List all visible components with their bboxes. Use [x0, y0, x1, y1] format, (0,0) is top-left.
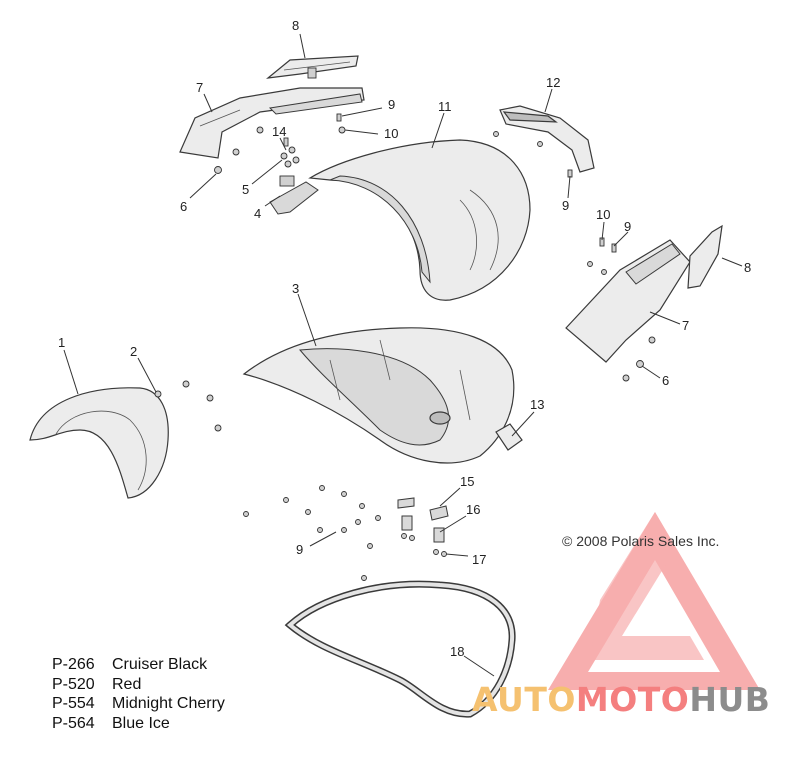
- leader-lines: [63, 33, 743, 677]
- part-15-bracket: [397, 497, 449, 521]
- callout-18: 18: [450, 644, 464, 659]
- part-8-tail-light-lens-lower: [687, 224, 723, 289]
- part-10-washer-upper: [338, 126, 346, 134]
- callout-11: 11: [438, 99, 452, 114]
- watermark-triangle-logo: [548, 512, 760, 690]
- legend-row: P-564 Blue Ice: [52, 714, 225, 734]
- part-11-trunk-lid: [308, 139, 531, 301]
- callout-9-upper: 9: [388, 97, 395, 112]
- part-18-seal: [284, 580, 516, 718]
- watermark-text-hub: HUB: [689, 680, 771, 719]
- watermark-brand-text: AUTOMOTOHUB: [472, 680, 770, 719]
- watermark-text-moto: MOTO: [575, 680, 690, 719]
- callout-6-upper: 6: [180, 199, 187, 214]
- legend-code: P-554: [52, 695, 95, 712]
- part-12-tail-light-housing: [493, 105, 595, 173]
- callout-17: 17: [472, 552, 486, 567]
- color-legend: P-266 Cruiser Black P-520 Red P-554 Midn…: [52, 655, 225, 733]
- part-8-tail-light-lens-upper: [266, 55, 359, 79]
- callout-5: 5: [242, 182, 249, 197]
- part-2-fasteners: [154, 380, 222, 432]
- legend-row: P-266 Cruiser Black: [52, 655, 225, 675]
- legend-color-name: Red: [112, 675, 142, 693]
- part-6-grommet-upper: [214, 166, 222, 174]
- callout-16: 16: [466, 502, 480, 517]
- part-7-side-cover-lower: [565, 239, 691, 363]
- callout-3: 3: [292, 281, 299, 296]
- legend-code: P-266: [52, 656, 95, 673]
- copyright-notice: © 2008 Polaris Sales Inc.: [562, 533, 720, 549]
- legend-code: P-564: [52, 714, 95, 732]
- part-3-trunk-base: [242, 327, 515, 464]
- callout-7-upper: 7: [196, 80, 203, 95]
- callout-10-upper: 10: [384, 126, 398, 141]
- callout-12: 12: [546, 75, 560, 90]
- part-1-side-shell: [29, 387, 169, 499]
- part-4-hinge-bracket: [269, 175, 319, 215]
- part-9-10-hardware-right: [587, 237, 617, 275]
- callout-1: 1: [58, 335, 65, 350]
- callout-6-lower: 6: [662, 373, 669, 388]
- watermark-text-auto: AUTO: [472, 680, 576, 719]
- callout-8-upper: 8: [292, 18, 299, 33]
- part-16-clip: [401, 515, 445, 543]
- legend-code: P-520: [52, 675, 95, 693]
- part-13-latch: [495, 423, 523, 451]
- part-7-side-cover-upper: [179, 87, 365, 159]
- callout-4: 4: [254, 206, 261, 221]
- part-5-fasteners: [280, 146, 300, 168]
- legend-color-name: Cruiser Black: [112, 656, 208, 673]
- legend-color-name: Midnight Cherry: [112, 695, 225, 712]
- callout-10-right: 10: [596, 207, 610, 222]
- callout-labels: 8 7 9 14 10 11 12 5 6 4 9 10 9 8 3 7 1 2…: [58, 18, 751, 659]
- legend-color-name: Blue Ice: [112, 714, 170, 732]
- legend-row: P-520 Red: [52, 675, 225, 695]
- callout-2: 2: [130, 344, 137, 359]
- legend-row: P-554 Midnight Cherry: [52, 694, 225, 714]
- callout-9-right-b: 9: [624, 219, 631, 234]
- part-14-screw: [283, 137, 289, 147]
- callout-9-right: 9: [562, 198, 569, 213]
- callout-13: 13: [530, 397, 544, 412]
- part-6-grommet-lower: [622, 336, 656, 382]
- callout-9-lower: 9: [296, 542, 303, 557]
- part-9-screws-lower: [243, 485, 381, 581]
- callout-8-lower: 8: [744, 260, 751, 275]
- callout-14: 14: [272, 124, 286, 139]
- callout-7-lower: 7: [682, 318, 689, 333]
- part-9-screw-upper: [336, 113, 573, 178]
- callout-15: 15: [460, 474, 474, 489]
